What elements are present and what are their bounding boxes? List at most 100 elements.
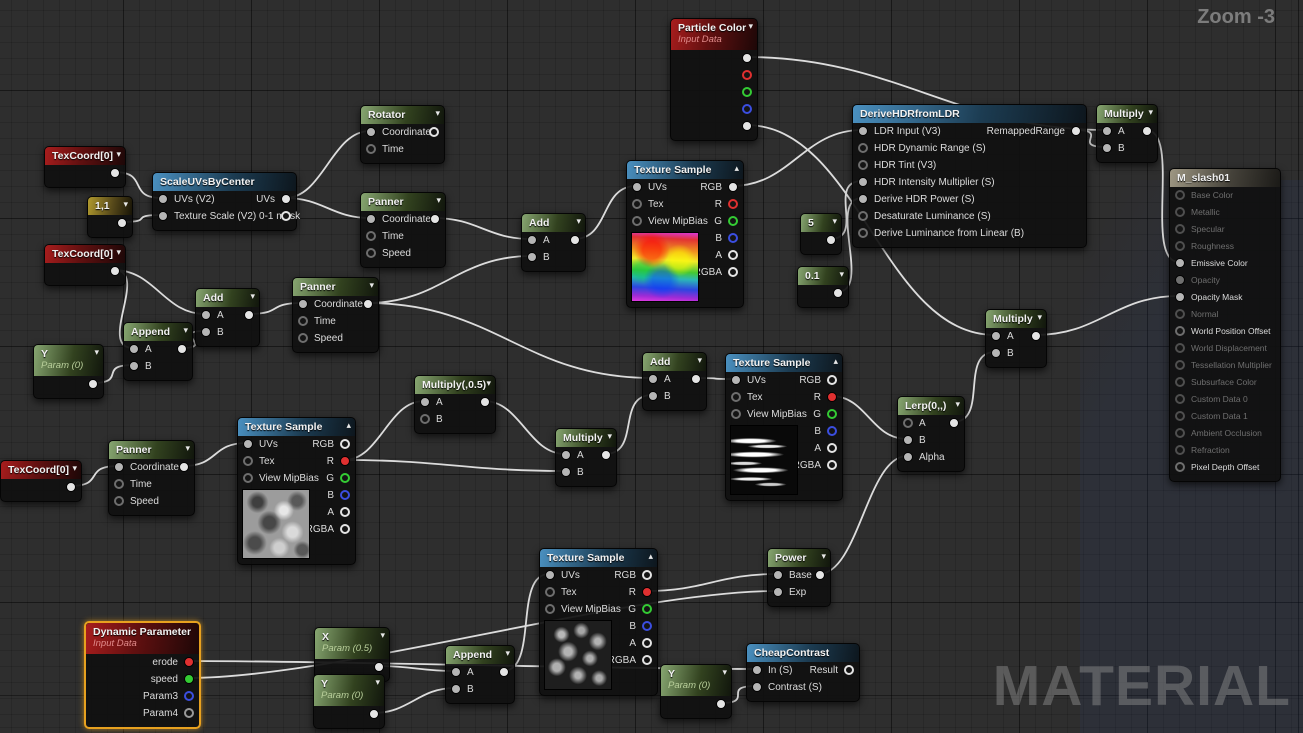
input-pin-exp[interactable] [773,587,783,597]
node-header[interactable]: Add▾ [522,214,585,232]
collapse-down-icon[interactable]: ▾ [436,195,441,205]
input-pin-a[interactable] [903,418,913,428]
node-header[interactable]: Lerp(0,,)▾ [898,397,964,415]
input-pin-hdr-tint-v3[interactable] [858,160,868,170]
node-header[interactable]: Panner▾ [361,193,445,211]
input-pin-b[interactable] [420,414,430,424]
output-pin-a[interactable] [827,443,837,453]
output-pin-pin[interactable] [742,121,752,131]
node-header[interactable]: TexCoord[0]▾ [45,147,125,165]
input-pin-subsurface-color[interactable] [1175,377,1185,387]
input-pin-view-mipbias[interactable] [632,216,642,226]
input-pin-roughness[interactable] [1175,241,1185,251]
input-pin-custom-data-0[interactable] [1175,394,1185,404]
output-pin-speed[interactable] [184,674,194,684]
output-pin-pin[interactable] [815,570,825,580]
output-pin-rgb[interactable] [642,570,652,580]
output-pin-pin[interactable] [742,70,752,80]
output-pin-r[interactable] [340,456,350,466]
output-pin-pin[interactable] [177,344,187,354]
node-texcoord-0[interactable]: TexCoord[0]▾ [44,146,126,188]
input-pin-specular[interactable] [1175,224,1185,234]
output-pin-pin[interactable] [281,211,291,221]
node-header[interactable]: Add▾ [643,353,706,371]
collapse-down-icon[interactable]: ▾ [486,378,491,388]
output-pin-uvs[interactable] [281,194,291,204]
collapse-down-icon[interactable]: ▾ [576,216,581,226]
input-pin-metallic[interactable] [1175,207,1185,217]
output-pin-erode[interactable] [184,657,194,667]
input-pin-world-position-offset[interactable] [1175,326,1185,336]
output-pin-pin[interactable] [374,662,384,672]
output-pin-b[interactable] [827,426,837,436]
input-pin-world-displacement[interactable] [1175,343,1185,353]
node-header[interactable]: Multiply▾ [556,429,616,447]
node-header[interactable]: Texture Sample▴ [627,161,743,179]
node-header[interactable]: Panner▾ [109,441,194,459]
node-header[interactable]: TexCoord[0]▾ [1,461,81,479]
input-pin-view-mipbias[interactable] [243,473,253,483]
input-pin-hdr-intensity-multiplier-s[interactable] [858,177,868,187]
input-pin-base[interactable] [773,570,783,580]
input-pin-time[interactable] [366,144,376,154]
output-pin-pin[interactable] [66,482,76,492]
input-pin-b[interactable] [903,435,913,445]
input-pin-b[interactable] [527,252,537,262]
input-pin-opacity-mask[interactable] [1175,292,1185,302]
output-pin-pin[interactable] [691,374,701,384]
input-pin-a[interactable] [420,397,430,407]
output-pin-pin[interactable] [601,450,611,460]
output-pin-a[interactable] [340,507,350,517]
input-pin-tex[interactable] [545,587,555,597]
input-pin-time[interactable] [114,479,124,489]
collapse-down-icon[interactable]: ▾ [94,347,99,357]
input-pin-a[interactable] [527,235,537,245]
node-header[interactable]: Texture Sample▴ [238,418,355,436]
node-texcoord-0[interactable]: TexCoord[0]▾ [44,244,126,286]
node-header[interactable]: Add▾ [196,289,259,307]
input-pin-coordinate[interactable] [298,299,308,309]
output-pin-pin[interactable] [429,127,439,137]
output-pin-pin[interactable] [742,104,752,114]
input-pin-uvs[interactable] [243,439,253,449]
collapse-down-icon[interactable]: ▾ [748,21,753,31]
output-pin-rgba[interactable] [827,460,837,470]
input-pin-ambient-occlusion[interactable] [1175,428,1185,438]
input-pin-uvs[interactable] [731,375,741,385]
input-pin-base-color[interactable] [1175,190,1185,200]
input-pin-time[interactable] [366,231,376,241]
collapse-down-icon[interactable]: ▾ [839,269,844,279]
input-pin-b[interactable] [201,327,211,337]
input-pin-tessellation-multiplier[interactable] [1175,360,1185,370]
collapse-down-icon[interactable]: ▾ [123,199,128,209]
output-pin-b[interactable] [728,233,738,243]
output-pin-pin[interactable] [742,87,752,97]
node-header[interactable]: CheapContrast [747,644,859,662]
node-header[interactable]: Power▾ [768,549,830,567]
input-pin-uvs-v2[interactable] [158,194,168,204]
collapse-down-icon[interactable]: ▾ [116,149,121,159]
collapse-down-icon[interactable]: ▾ [369,280,374,290]
input-pin-a[interactable] [129,344,139,354]
node-header[interactable]: DeriveHDRfromLDR [853,105,1086,123]
input-pin-custom-data-1[interactable] [1175,411,1185,421]
collapse-down-icon[interactable]: ▾ [1037,312,1042,322]
output-pin-rgba[interactable] [642,655,652,665]
